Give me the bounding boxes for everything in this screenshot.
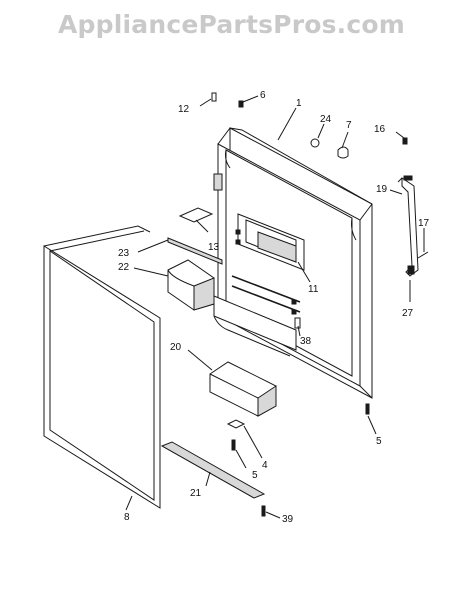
callout-12: 12 xyxy=(178,104,190,115)
callout-21: 21 xyxy=(190,488,202,499)
callout-27: 27 xyxy=(402,308,414,319)
callout-4: 4 xyxy=(262,460,268,471)
callout-8: 8 xyxy=(124,512,130,523)
door-liner xyxy=(213,127,373,399)
callout-16: 16 xyxy=(374,124,386,135)
callout-11: 11 xyxy=(308,284,319,295)
hardware xyxy=(211,92,429,517)
callout-5-right: 5 xyxy=(376,436,382,447)
callout-13: 13 xyxy=(208,242,220,253)
dairy-door xyxy=(178,207,214,223)
callout-20: 20 xyxy=(170,342,182,353)
callout-23: 23 xyxy=(118,248,130,259)
watermark-text: AppliancePartsPros.com xyxy=(57,10,406,39)
shelf-bar xyxy=(167,237,223,265)
bottom-trim-strip xyxy=(160,441,266,499)
butter-bin xyxy=(167,259,215,311)
callout-19: 19 xyxy=(376,184,388,195)
leader-lines xyxy=(125,95,425,519)
callout-7: 7 xyxy=(346,120,352,131)
callout-17: 17 xyxy=(418,218,430,229)
callout-38: 38 xyxy=(300,336,312,347)
callout-6: 6 xyxy=(260,90,266,101)
callout-5-bottom: 5 xyxy=(252,470,258,481)
door-bin xyxy=(209,361,277,417)
callout-39: 39 xyxy=(282,514,294,525)
callout-1: 1 xyxy=(296,98,302,109)
door-gasket xyxy=(43,225,161,509)
callout-24: 24 xyxy=(320,114,332,125)
callout-22: 22 xyxy=(118,262,130,273)
door-handle xyxy=(397,175,419,277)
callout-labels: 12 6 1 24 7 16 19 17 27 13 23 22 11 38 2… xyxy=(118,90,430,525)
